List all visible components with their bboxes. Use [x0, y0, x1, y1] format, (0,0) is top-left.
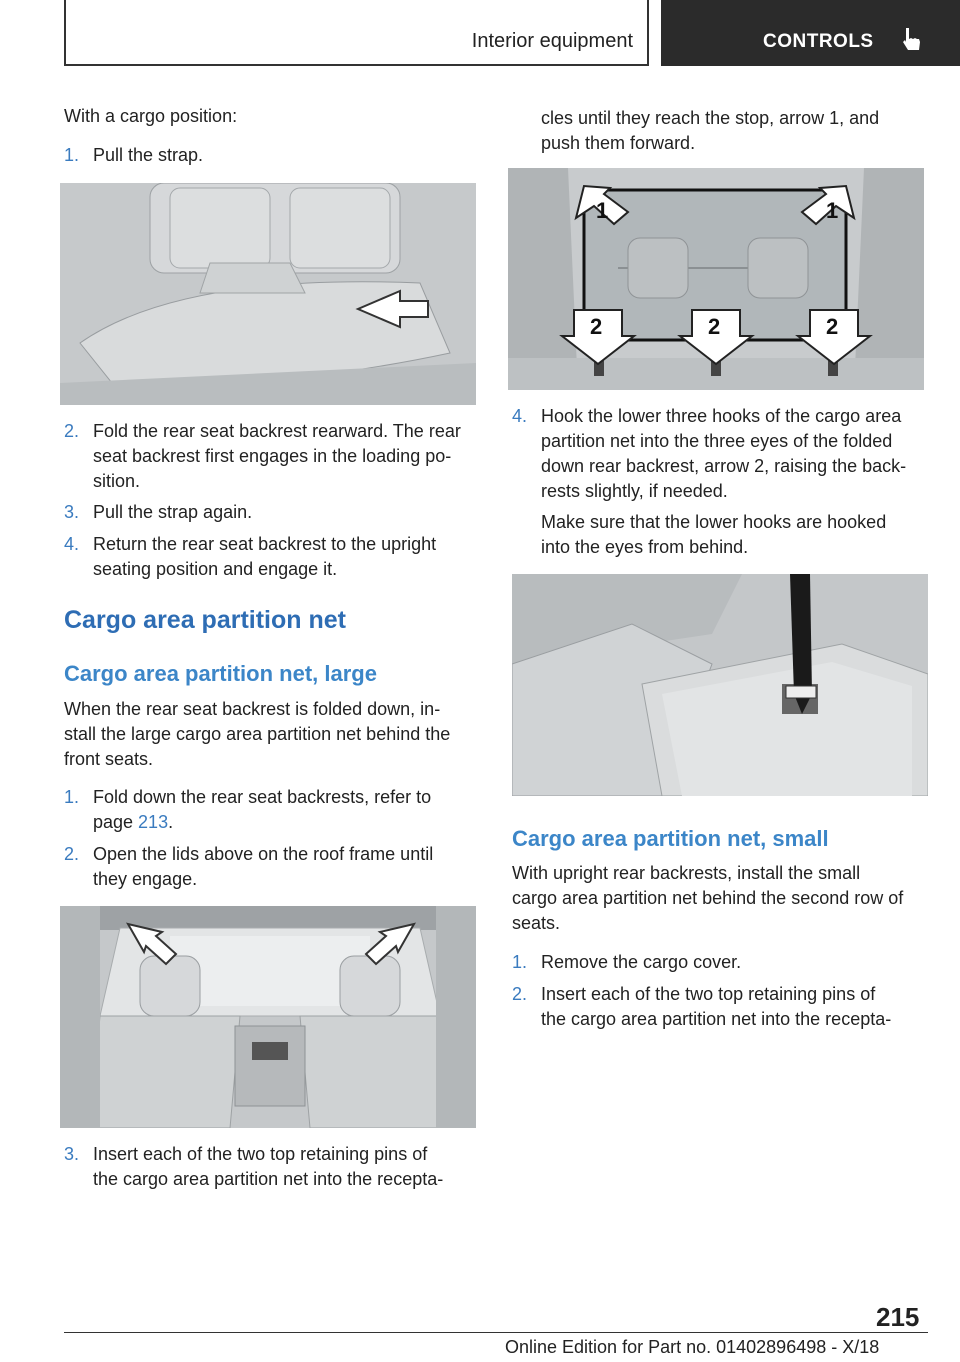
list-text: down rear backrest, arrow 2, raising the…	[541, 456, 907, 476]
list-text: Hook the lower three hooks of the cargo …	[541, 406, 902, 426]
continued-text: push them forward.	[541, 133, 696, 153]
callout-1-left: 1	[596, 198, 608, 223]
list-number: 1.	[512, 952, 528, 972]
list-text: the cargo area partition net into the re…	[541, 1009, 892, 1029]
hook-closeup-figure	[512, 574, 928, 796]
list-text: the cargo area partition net into the re…	[93, 1169, 444, 1189]
roof-frame-lids-figure	[60, 906, 476, 1128]
paragraph-line: front seats.	[64, 749, 154, 769]
section-title: Interior equipment	[471, 30, 633, 52]
intro-text: With a cargo position:	[64, 106, 238, 126]
paragraph-line: seats.	[512, 913, 561, 933]
note-line: into the eyes from behind.	[541, 537, 749, 557]
page-link[interactable]: 213	[138, 812, 169, 832]
list-text: .	[168, 812, 174, 832]
list-number: 1.	[64, 787, 80, 807]
callout-2-middle: 2	[708, 314, 720, 339]
footer-divider	[64, 1332, 864, 1333]
note-line: Make sure that the lower hooks are hooke…	[541, 512, 887, 532]
list-number: 3.	[64, 1144, 80, 1164]
rear-seat-strap-figure	[60, 183, 476, 405]
list-number: 3.	[64, 502, 80, 522]
subsection-heading: Cargo area partition net, large	[64, 661, 377, 686]
list-text: Fold the rear seat backrest rearward. Th…	[93, 421, 461, 441]
list-text: Fold down the rear seat backrests, refer…	[93, 787, 432, 807]
edition-text: Online Edition for Part no. 01402896498 …	[505, 1337, 880, 1357]
continued-text: cles until they reach the stop, arrow 1,…	[541, 108, 880, 128]
chapter-tab-label: CONTROLS	[763, 31, 874, 52]
list-text: Pull the strap.	[93, 145, 204, 165]
list-text: seat backrest first engages in the loadi…	[93, 446, 452, 466]
list-text: sition.	[93, 471, 141, 491]
list-text: Insert each of the two top retaining pin…	[541, 984, 876, 1004]
paragraph-line: stall the large cargo area partition net…	[64, 724, 451, 744]
list-text: page	[93, 812, 139, 832]
list-text: Open the lids above on the roof frame un…	[93, 844, 434, 864]
list-text: Remove the cargo cover.	[541, 952, 742, 972]
subsection-heading: Cargo area partition net, small	[512, 826, 829, 851]
list-number: 1.	[64, 145, 80, 165]
pointing-hand-icon	[903, 28, 920, 50]
paragraph-line: cargo area partition net behind the seco…	[512, 888, 904, 908]
list-text: Pull the strap again.	[93, 502, 253, 522]
list-text: Insert each of the two top retaining pin…	[93, 1144, 428, 1164]
paragraph-line: When the rear seat backrest is folded do…	[64, 699, 441, 719]
page-number: 215	[876, 1302, 920, 1332]
callout-2-right: 2	[826, 314, 838, 339]
list-number: 2.	[64, 844, 80, 864]
chapter-tab[interactable]: CONTROLS	[661, 0, 960, 66]
partition-net-figure: 1 1 2 2 2	[508, 168, 924, 390]
list-number: 2.	[64, 421, 80, 441]
callout-2-left: 2	[590, 314, 602, 339]
section-heading: Cargo area partition net	[64, 606, 346, 634]
list-number: 2.	[512, 984, 528, 1004]
header-section-box: Interior equipment	[64, 0, 649, 66]
paragraph-line: With upright rear backrests, install the…	[512, 863, 861, 883]
list-text: partition net into the three eyes of the…	[541, 431, 893, 451]
list-text: seating position and engage it.	[93, 559, 338, 579]
list-text: Return the rear seat backrest to the upr…	[93, 534, 437, 554]
list-number: 4.	[64, 534, 80, 554]
list-number: 4.	[512, 406, 528, 426]
list-text: rests slightly, if needed.	[541, 481, 728, 501]
callout-1-right: 1	[826, 198, 838, 223]
footer-divider	[864, 1332, 928, 1333]
list-text: they engage.	[93, 869, 198, 889]
